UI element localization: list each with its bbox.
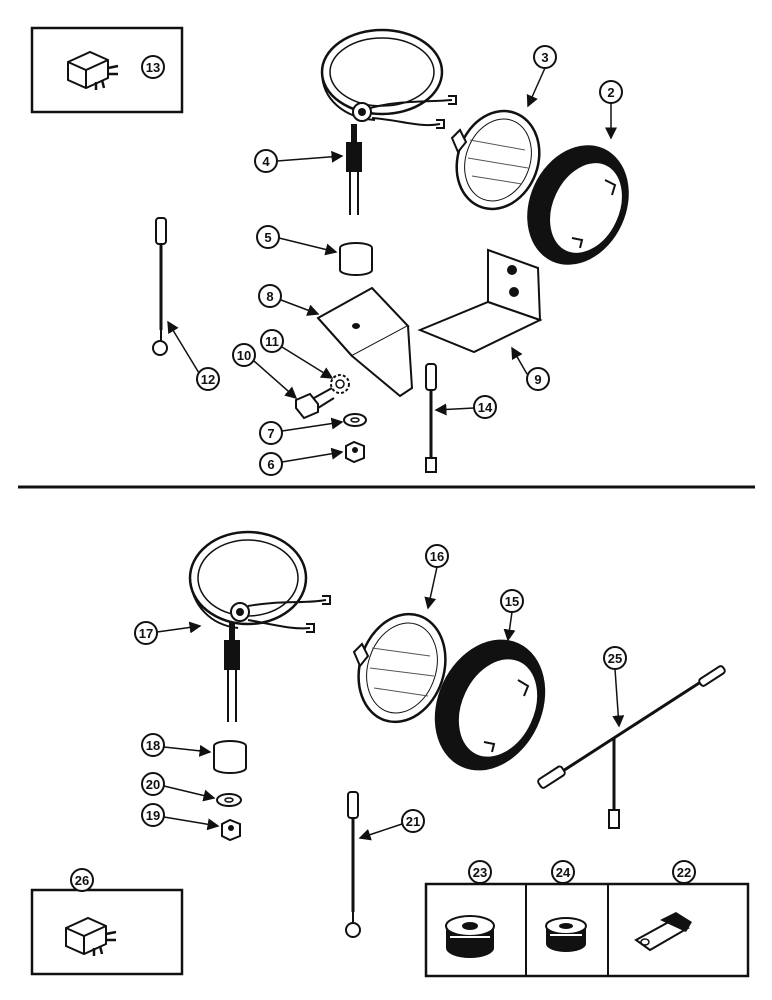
callout-11-label: 11 (265, 334, 279, 349)
washer-20 (216, 793, 242, 807)
callout-24: 24 (551, 860, 575, 884)
inset-box-26 (30, 888, 184, 976)
bolt-10 (295, 387, 335, 420)
lamp-housing-bottom (188, 530, 331, 722)
callout-2-label: 2 (607, 85, 614, 100)
sealed-beam-bottom (352, 612, 447, 724)
callout-3: 3 (526, 45, 557, 108)
callout-6-label: 6 (267, 457, 274, 472)
callout-2: 2 (599, 80, 623, 140)
callout-22-label: 22 (677, 865, 691, 880)
nut-19 (221, 818, 241, 842)
washer-7 (343, 413, 367, 427)
callout-18: 18 (141, 733, 212, 757)
callout-7-label: 7 (267, 426, 274, 441)
callout-21: 21 (358, 809, 425, 841)
callout-19-label: 19 (146, 808, 160, 823)
callout-13-label: 13 (146, 60, 160, 75)
callout-5-label: 5 (264, 230, 271, 245)
callout-23-label: 23 (473, 865, 487, 880)
callout-20: 20 (141, 772, 216, 802)
callout-19: 19 (141, 803, 220, 831)
callout-7: 7 (259, 417, 344, 445)
callout-4: 4 (254, 149, 344, 173)
hardware-panel (424, 882, 750, 978)
callout-21-label: 21 (406, 814, 420, 829)
wire-14 (425, 363, 437, 473)
ground-wire-12 (152, 217, 168, 356)
callout-12: 12 (167, 320, 220, 391)
ground-wire-21 (345, 791, 361, 938)
callout-22: 22 (672, 860, 696, 884)
callout-15: 15 (500, 589, 524, 642)
callout-14-label: 14 (478, 400, 493, 415)
callout-15-label: 15 (505, 594, 519, 609)
callout-23: 23 (468, 860, 492, 884)
callout-4-label: 4 (262, 154, 270, 169)
rubber-ring-top (527, 145, 629, 265)
callout-8: 8 (258, 284, 320, 316)
callout-16-label: 16 (430, 549, 444, 564)
callout-6: 6 (259, 447, 344, 476)
inset-box-13 (30, 26, 184, 114)
callout-24-label: 24 (556, 865, 571, 880)
callout-18-label: 18 (146, 738, 160, 753)
nut-6 (345, 440, 365, 464)
callout-12-label: 12 (201, 372, 215, 387)
callout-16: 16 (424, 544, 449, 610)
bracket-8 (316, 286, 414, 398)
callout-11: 11 (260, 329, 334, 379)
spacer-5 (339, 242, 373, 276)
callout-25: 25 (603, 646, 627, 728)
callout-25-label: 25 (608, 651, 622, 666)
callout-8-label: 8 (266, 289, 273, 304)
lamp-housing-top (320, 28, 457, 215)
callout-3-label: 3 (541, 50, 548, 65)
sealed-beam-top (450, 109, 541, 211)
callout-9: 9 (511, 346, 550, 391)
callout-20-label: 20 (146, 777, 160, 792)
callout-14: 14 (434, 395, 497, 419)
grommet-24 (545, 917, 587, 952)
rubber-ring-bottom (434, 639, 546, 771)
spacer-18 (213, 740, 247, 774)
lock-washer-11 (330, 374, 350, 394)
relay-icon (67, 50, 119, 90)
bracket-9 (417, 248, 543, 354)
callout-17-label: 17 (139, 626, 153, 641)
callout-10-label: 10 (237, 348, 251, 363)
callout-17: 17 (134, 621, 202, 645)
callout-26: 26 (70, 868, 94, 892)
callout-9-label: 9 (534, 372, 541, 387)
harness-25 (537, 665, 726, 829)
terminal-22 (634, 912, 692, 952)
relay-icon (65, 916, 117, 956)
callout-5: 5 (256, 225, 338, 256)
callout-10: 10 (232, 343, 298, 399)
callout-13: 13 (141, 55, 165, 79)
callout-26-label: 26 (75, 873, 89, 888)
grommet-23 (445, 915, 495, 958)
